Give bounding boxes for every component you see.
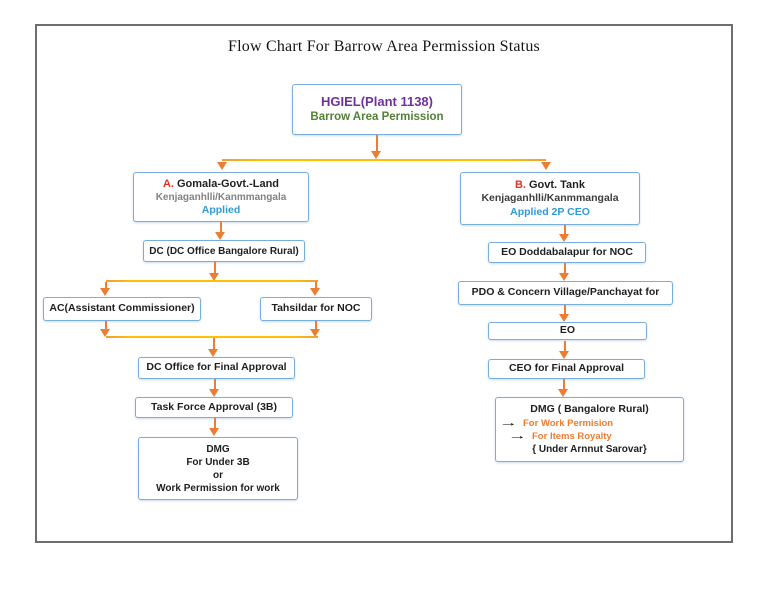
- dmg-left-line3: or: [213, 469, 223, 481]
- arrowhead-into-branch-a: [217, 162, 227, 170]
- node-eo-doddabalapur: EO Doddabalapur for NOC: [488, 242, 646, 263]
- ceo-label: CEO for Final Approval: [508, 362, 625, 375]
- dmg-right-item2-row: → For Items Royalty: [496, 430, 683, 443]
- eo-doddabalapur-label: EO Doddabalapur for NOC: [501, 245, 633, 258]
- arrowhead-ac-merge: [100, 329, 110, 337]
- dmg-left-line2: For Under 3B: [186, 456, 250, 468]
- right-arrow-icon: →: [499, 416, 518, 429]
- branch-a-title: A.Gomala-Govt.-Land: [163, 177, 279, 191]
- dc-office-label: DC Office for Final Approval: [146, 361, 287, 374]
- root-plant-label: HGIEL(Plant 1138): [321, 93, 433, 109]
- connector-ac-tahsildar-split-line: [106, 280, 318, 282]
- arrowhead-into-dmg-left: [209, 428, 219, 436]
- arrowhead-into-branch-b: [541, 162, 551, 170]
- branch-b-village: Kenjaganhlli/Kanmmangala: [481, 192, 619, 204]
- node-root-hgiel: HGIEL(Plant 1138) Barrow Area Permission: [292, 84, 462, 135]
- node-branch-a-gomala: A.Gomala-Govt.-Land Kenjaganhlli/Kanmman…: [133, 172, 309, 222]
- connector-root-down: [376, 135, 378, 151]
- connector-ac-down: [105, 321, 107, 330]
- ac-label: AC(Assistant Commissioner): [49, 302, 195, 315]
- dmg-left-line1: DMG: [206, 443, 230, 455]
- node-branch-b-govt-tank: B.Govt. Tank Kenjaganhlli/Kanmmangala Ap…: [460, 172, 640, 225]
- node-eo: EO: [488, 322, 647, 340]
- eo-label: EO: [559, 324, 576, 337]
- connector-b-down: [564, 225, 566, 235]
- arrowhead-into-task-force: [209, 389, 219, 397]
- node-pdo: PDO & Concern Village/Panchayat for: [458, 281, 673, 305]
- dmg-left-line4: Work Permission for work: [156, 482, 280, 494]
- connector-split-to-ac: [105, 282, 107, 289]
- connector-merge-down: [213, 338, 215, 349]
- connector-ceo-down: [563, 379, 565, 390]
- dmg-right-item1: For Work Permision: [523, 417, 614, 429]
- dc-label: DC (DC Office Bangalore Rural): [149, 245, 299, 257]
- task-force-label: Task Force Approval (3B): [150, 400, 278, 413]
- connector-dc-office-down: [214, 379, 216, 389]
- branch-a-name: Gomala-Govt.-Land: [176, 177, 280, 190]
- dmg-right-line1: DMG ( Bangalore Rural): [530, 402, 649, 415]
- dmg-right-item2: For Items Royalty: [532, 430, 612, 442]
- arrowhead-into-dc-office: [208, 349, 218, 357]
- connector-a-to-dc: [220, 222, 222, 233]
- connector-split-to-tahsildar: [315, 282, 317, 289]
- node-ceo-final: CEO for Final Approval: [488, 359, 645, 379]
- branch-b-title: B.Govt. Tank: [515, 178, 585, 192]
- chart-title: Flow Chart For Barrow Area Permission St…: [228, 38, 540, 55]
- arrowhead-into-pdo: [559, 273, 569, 281]
- arrowhead-into-eo: [559, 314, 569, 322]
- tahsildar-label: Tahsildar for NOC: [271, 302, 361, 315]
- arrowhead-into-dmg-right: [558, 389, 568, 397]
- connector-top-split-line: [222, 159, 546, 161]
- branch-a-status: Applied: [201, 203, 241, 216]
- arrowhead-root-down: [371, 151, 381, 159]
- branch-a-letter: A.: [162, 177, 174, 190]
- arrowhead-into-tahsildar: [310, 288, 320, 296]
- dmg-right-item1-row: → For Work Permision: [496, 417, 683, 430]
- connector-eo-doddabalapur-down: [564, 263, 566, 274]
- arrowhead-into-ac: [100, 288, 110, 296]
- right-arrow-icon: →: [508, 429, 527, 442]
- arrowhead-tahsildar-merge: [310, 329, 320, 337]
- node-dc-office-final: DC Office for Final Approval: [138, 357, 295, 379]
- connector-pdo-down: [564, 305, 566, 315]
- node-dmg-left: DMG For Under 3B or Work Permission for …: [138, 437, 298, 500]
- branch-a-village: Kenjaganhlli/Kanmmangala: [155, 191, 287, 203]
- arrowhead-dc-down: [209, 273, 219, 281]
- pdo-label: PDO & Concern Village/Panchayat for: [471, 286, 660, 299]
- node-dmg-right: DMG ( Bangalore Rural) → For Work Permis…: [495, 397, 684, 462]
- branch-b-letter: B.: [514, 178, 526, 191]
- connector-merge-line: [106, 336, 318, 338]
- root-permission-label: Barrow Area Permission: [310, 111, 444, 124]
- node-task-force: Task Force Approval (3B): [135, 397, 293, 418]
- arrowhead-into-eo-doddabalapur: [559, 234, 569, 242]
- arrowhead-into-ceo: [559, 351, 569, 359]
- arrowhead-a-to-dc: [215, 232, 225, 240]
- connector-eo-down: [564, 341, 566, 352]
- node-tahsildar: Tahsildar for NOC: [260, 297, 372, 321]
- node-dc: DC (DC Office Bangalore Rural): [143, 240, 305, 262]
- connector-task-force-down: [214, 418, 216, 429]
- connector-tahsildar-down: [315, 321, 317, 330]
- branch-b-status: Applied 2P CEO: [510, 205, 590, 218]
- node-ac: AC(Assistant Commissioner): [43, 297, 201, 321]
- branch-b-name: Govt. Tank: [528, 178, 586, 191]
- connector-dc-down: [214, 262, 216, 274]
- dmg-right-line4: { Under Arnnut Sarovar}: [532, 444, 647, 455]
